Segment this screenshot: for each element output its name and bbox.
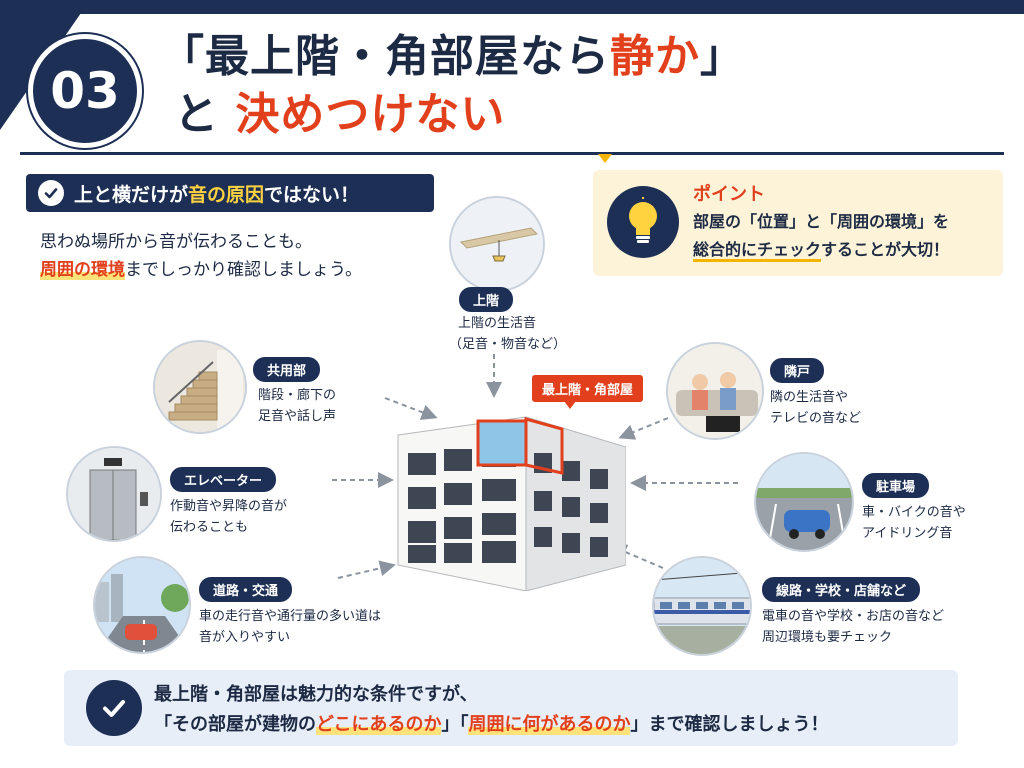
summary-box: 最上階・角部屋は魅力的な条件ですが、 「その部屋が建物のどこにあるのか」「周囲に… — [64, 670, 958, 746]
elevator-caption-1: 作動音や昇降の音が — [170, 499, 288, 514]
neighbor-caption-1: 隣の生活音や — [770, 390, 849, 405]
summary-line-1: 最上階・角部屋は魅力的な条件ですが、 — [154, 684, 478, 705]
elevator-caption-2: 伝わることも — [170, 520, 249, 535]
title-line-2: と 決めつけない — [160, 86, 745, 144]
neighbor-caption-2: テレビの音など — [770, 411, 862, 426]
elevator-illustration — [66, 446, 162, 542]
summary-line-2-highlight-2: 周囲に何があるのか — [468, 714, 631, 735]
neighbor-illustration — [666, 342, 764, 440]
common-caption: 階段・廊下の 足音や話し声 — [258, 385, 336, 427]
lead-heading-suffix: ではない！ — [264, 183, 360, 206]
upstairs-caption-1: 上階の生活音 — [457, 316, 536, 331]
title-line-1-prefix: 「最上階・角部屋なら — [160, 31, 610, 82]
point-line-1: 部屋の「位置」と「周囲の環境」を — [693, 212, 950, 231]
neighbor-caption: 隣の生活音や テレビの音など — [770, 387, 861, 429]
check-icon — [38, 180, 64, 206]
parking-caption-2: アイドリング音 — [862, 526, 953, 541]
section-number: 03 — [50, 62, 120, 120]
summary-line-2-a: 「その部屋が建物の — [154, 714, 316, 735]
lead-line-2: 周囲の環境までしっかり確認しましょう。 — [40, 256, 362, 284]
summary-line-2: 「その部屋が建物のどこにあるのか」「周囲に何があるのか」まで確認しましょう！ — [154, 710, 828, 740]
parking-caption: 車・バイクの音や アイドリング音 — [862, 502, 966, 544]
parking-caption-1: 車・バイクの音や — [862, 505, 966, 520]
lightbulb-icon — [607, 186, 679, 258]
common-caption-1: 階段・廊下の — [258, 388, 337, 403]
top-band — [0, 0, 1024, 14]
point-body: 部屋の「位置」と「周囲の環境」を 総合的にチェックすることが大切！ — [693, 208, 949, 264]
check-icon — [86, 680, 142, 736]
railway-illustration — [652, 556, 752, 656]
railway-caption-1: 電車の音や学校・お店の音など — [762, 609, 945, 624]
title-line-1-highlight: 静か — [610, 31, 700, 82]
lead-text: 思わぬ場所から音が伝わることも。 周囲の環境までしっかり確認しましょう。 — [40, 228, 362, 284]
summary-line-2-highlight-1: どこにあるのか — [316, 714, 442, 735]
point-box: ポイント 部屋の「位置」と「周囲の環境」を 総合的にチェックすることが大切！ — [593, 170, 1003, 276]
neighbor-label: 隣戸 — [770, 358, 825, 383]
lead-heading-prefix: 上と横だけが — [74, 183, 189, 206]
lead-line-1: 思わぬ場所から音が伝わることも。 — [40, 232, 312, 252]
point-line-2-underlined: 総合的にチェック — [693, 240, 822, 262]
summary-text: 最上階・角部屋は魅力的な条件ですが、 「その部屋が建物のどこにあるのか」「周囲に… — [154, 680, 828, 740]
upstairs-illustration — [449, 196, 545, 292]
lead-heading-highlight: 音の原因 — [188, 183, 265, 206]
common-label: 共用部 — [253, 357, 321, 382]
parking-label: 駐車場 — [862, 473, 930, 498]
road-caption: 車の走行音や通行量の多い道は 音が入りやすい — [199, 606, 381, 648]
railway-label: 線路・学校・店舗など — [762, 577, 921, 602]
road-label: 道路・交通 — [199, 577, 293, 602]
top-corner-room-tag: 最上階・角部屋 — [532, 375, 644, 409]
common-caption-2: 足音や話し声 — [258, 409, 337, 424]
section-number-badge: 03 — [28, 34, 142, 148]
point-line-2: 総合的にチェックすることが大切！ — [693, 236, 949, 264]
page-title: 「最上階・角部屋なら静か」 と 決めつけない — [160, 28, 745, 144]
point-line-2-suffix: することが大切！ — [821, 240, 950, 259]
title-line-2-highlight: 決めつけない — [235, 89, 506, 140]
title-line-2-prefix: と — [174, 89, 219, 140]
summary-line-2-c: 」まで確認しましょう！ — [630, 714, 829, 735]
railway-caption-2: 周辺環境も要チェック — [762, 630, 893, 645]
apartment-building-illustration — [390, 395, 627, 592]
lead-heading-bar: 上と横だけが音の原因ではない！ — [26, 174, 434, 212]
parking-illustration — [754, 452, 854, 552]
common-illustration — [153, 340, 247, 434]
lead-line-2-highlight: 周囲の環境 — [40, 260, 125, 280]
road-caption-2: 音が入りやすい — [199, 630, 291, 645]
railway-caption: 電車の音や学校・お店の音など 周辺環境も要チェック — [762, 606, 944, 648]
upstairs-caption: 上階の生活音 （足音・物音など） — [449, 313, 567, 355]
divider-notch — [598, 154, 612, 163]
title-line-1-suffix: 」 — [700, 31, 745, 82]
point-title: ポイント — [693, 184, 765, 205]
arrow-road — [337, 560, 396, 579]
title-divider — [20, 152, 1004, 155]
lead-line-2-suffix: までしっかり確認しましょう。 — [125, 260, 362, 280]
upstairs-label: 上階 — [459, 287, 514, 312]
summary-line-2-b: 」「 — [441, 714, 469, 735]
elevator-label: エレベーター — [170, 467, 277, 492]
elevator-caption: 作動音や昇降の音が 伝わることも — [170, 496, 287, 538]
road-illustration — [93, 556, 191, 654]
title-line-1: 「最上階・角部屋なら静か」 — [160, 28, 745, 86]
upstairs-caption-2: （足音・物音など） — [449, 337, 567, 352]
road-caption-1: 車の走行音や通行量の多い道は — [199, 609, 382, 624]
arrow-neighbor — [618, 417, 669, 440]
